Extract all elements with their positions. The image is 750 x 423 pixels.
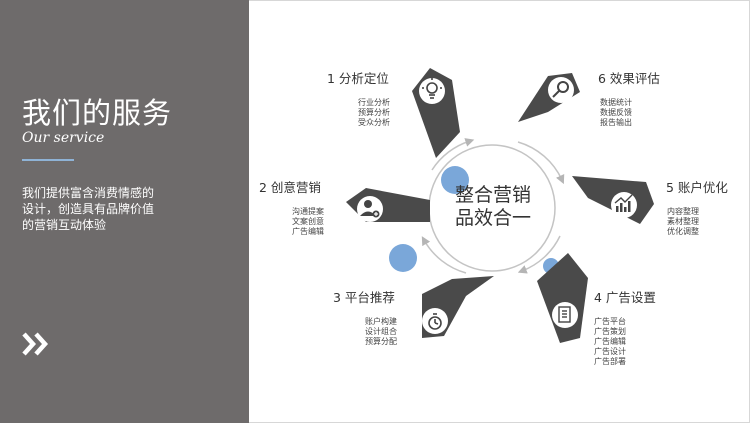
step-title-6: 6 效果评估 bbox=[598, 71, 660, 86]
cycle-arrow bbox=[421, 236, 467, 274]
step-list-item: 行业分析 bbox=[358, 98, 390, 107]
step-list-6: 数据统计 数据反馈 报告输出 bbox=[600, 98, 632, 128]
step-list-5: 内容整理 素材整理 优化调整 bbox=[667, 207, 699, 237]
page-subtitle: Our service bbox=[22, 130, 105, 146]
step-list-item: 文案创意 bbox=[292, 217, 324, 226]
center-line-1: 整合营销 bbox=[454, 184, 531, 206]
step-list-item: 数据统计 bbox=[600, 98, 632, 107]
cycle-arrow bbox=[517, 235, 561, 274]
document-icon bbox=[558, 306, 571, 323]
step-list-item: 预算分析 bbox=[358, 108, 390, 117]
center-line-2: 品效合一 bbox=[454, 207, 531, 229]
user-add-icon bbox=[360, 200, 380, 218]
step-list-1: 行业分析 预算分析 受众分析 bbox=[358, 98, 390, 128]
step-list-4: 广告平台 广告策划 广告编辑 广告设计 广告部署 bbox=[594, 317, 626, 367]
step-list-item: 广告编辑 bbox=[594, 337, 626, 346]
step-list-item: 广告编辑 bbox=[292, 227, 324, 236]
step-list-item: 报告输出 bbox=[600, 118, 632, 127]
step-title-4: 4 广告设置 bbox=[594, 290, 656, 305]
description-line: 的营销互动体验 bbox=[22, 218, 107, 232]
step-title-2: 2 创意营销 bbox=[259, 180, 321, 195]
step-title-1: 1 分析定位 bbox=[327, 71, 389, 86]
step-list-2: 沟通提案 文案创意 广告编辑 bbox=[292, 207, 324, 237]
service-description: 我们提供富含消费情感的 设计，创造具有品牌价值 的营销互动体验 bbox=[22, 185, 237, 233]
title-underline bbox=[22, 159, 74, 161]
step-list-item: 素材整理 bbox=[667, 217, 699, 226]
left-panel: 我们的服务 Our service 我们提供富含消费情感的 设计，创造具有品牌价… bbox=[0, 0, 249, 423]
step-list-item: 账户构建 bbox=[365, 317, 397, 326]
accent-dot bbox=[441, 166, 469, 194]
cycle-arrow bbox=[517, 141, 565, 185]
description-line: 我们提供富含消费情感的 bbox=[22, 186, 155, 200]
center-label: 整合营销 品效合一 bbox=[447, 184, 539, 230]
step-list-item: 广告设计 bbox=[594, 347, 626, 356]
arrow-shape-6 bbox=[518, 73, 580, 122]
step-title-3: 3 平台推荐 bbox=[333, 290, 395, 305]
arrow-shape-5 bbox=[572, 176, 654, 224]
stopwatch-icon bbox=[428, 313, 442, 330]
arrow-shape-1 bbox=[412, 68, 460, 158]
step-list-item: 沟通提案 bbox=[292, 207, 324, 216]
step-list-item: 设计组合 bbox=[365, 327, 397, 336]
step-list-item: 内容整理 bbox=[667, 207, 699, 216]
description-line: 设计，创造具有品牌价值 bbox=[22, 202, 155, 216]
step-list-item: 广告平台 bbox=[594, 317, 626, 326]
step-list-3: 账户构建 设计组合 预算分配 bbox=[365, 317, 397, 347]
step-title-5: 5 账户优化 bbox=[666, 180, 728, 195]
growth-chart-icon bbox=[614, 194, 633, 212]
step-list-item: 预算分配 bbox=[365, 337, 397, 346]
magnifier-icon bbox=[552, 81, 569, 98]
page-title: 我们的服务 bbox=[22, 96, 173, 130]
service-cycle-diagram bbox=[346, 68, 654, 343]
cycle-arrow bbox=[431, 138, 475, 171]
step-list-item: 广告部署 bbox=[594, 357, 626, 366]
arrow-shape-2 bbox=[346, 188, 430, 222]
lightbulb-icon bbox=[422, 78, 442, 99]
step-list-item: 广告策划 bbox=[594, 327, 626, 336]
accent-dot bbox=[389, 244, 417, 272]
step-list-item: 优化调整 bbox=[667, 227, 699, 236]
step-list-item: 受众分析 bbox=[358, 118, 390, 127]
double-chevron-right-icon[interactable] bbox=[22, 332, 52, 356]
step-list-item: 数据反馈 bbox=[600, 108, 632, 117]
